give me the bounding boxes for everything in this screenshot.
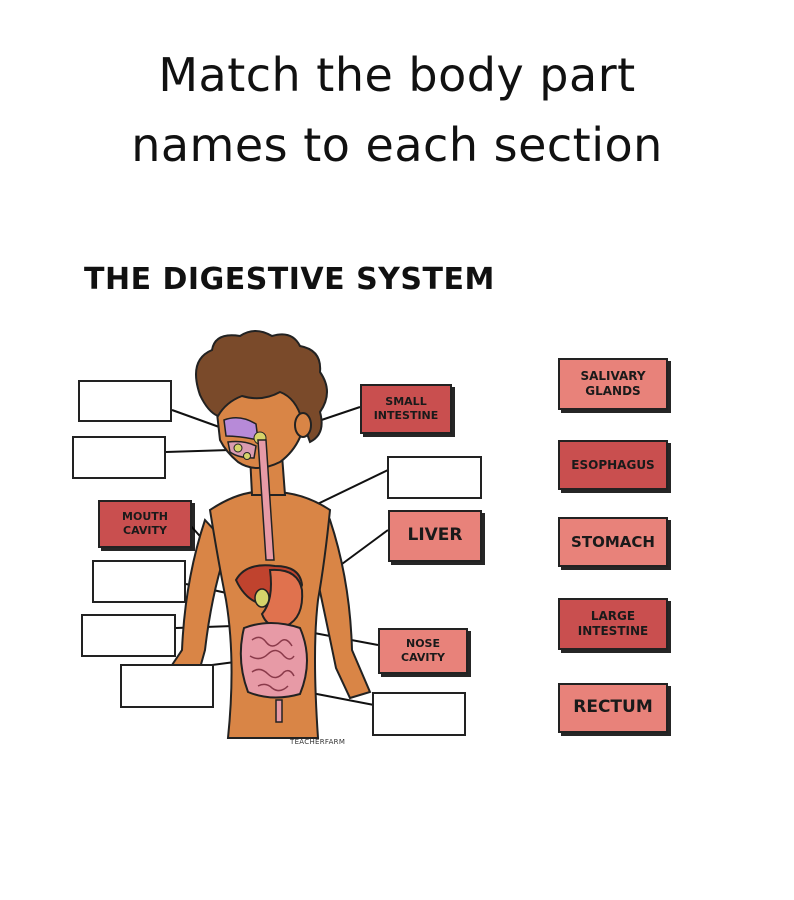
placed-label-nose-cavity[interactable]: NOSE CAVITY — [378, 628, 468, 674]
placed-label-mouth-cavity[interactable]: MOUTH CAVITY — [98, 500, 192, 548]
body-figure — [170, 330, 372, 739]
answer-box-4[interactable] — [92, 560, 186, 603]
placed-label-liver[interactable]: LIVER — [388, 510, 482, 562]
answer-box-1[interactable] — [78, 380, 172, 422]
worksheet-title: THE DIGESTIVE SYSTEM — [84, 262, 495, 297]
prompt-line-1: Match the body part — [158, 48, 636, 102]
answer-box-7[interactable] — [372, 692, 466, 736]
prompt-line-2: names to each section — [131, 118, 663, 172]
answer-box-2[interactable] — [72, 436, 166, 479]
word-bank-salivary-glands[interactable]: SALIVARY GLANDS — [558, 358, 668, 410]
word-bank-rectum[interactable]: RECTUM — [558, 683, 668, 733]
word-bank-esophagus[interactable]: ESOPHAGUS — [558, 440, 668, 490]
task-prompt: Match the body part names to each sectio… — [0, 40, 794, 180]
answer-box-5[interactable] — [81, 614, 176, 657]
word-bank-stomach[interactable]: STOMACH — [558, 517, 668, 567]
placed-label-small-intestine[interactable]: SMALL INTESTINE — [360, 384, 452, 434]
word-bank-large-intestine[interactable]: LARGE INTESTINE — [558, 598, 668, 650]
credit-text: TEACHERFARM — [290, 738, 346, 746]
answer-box-6[interactable] — [120, 664, 214, 708]
answer-box-3[interactable] — [387, 456, 482, 499]
